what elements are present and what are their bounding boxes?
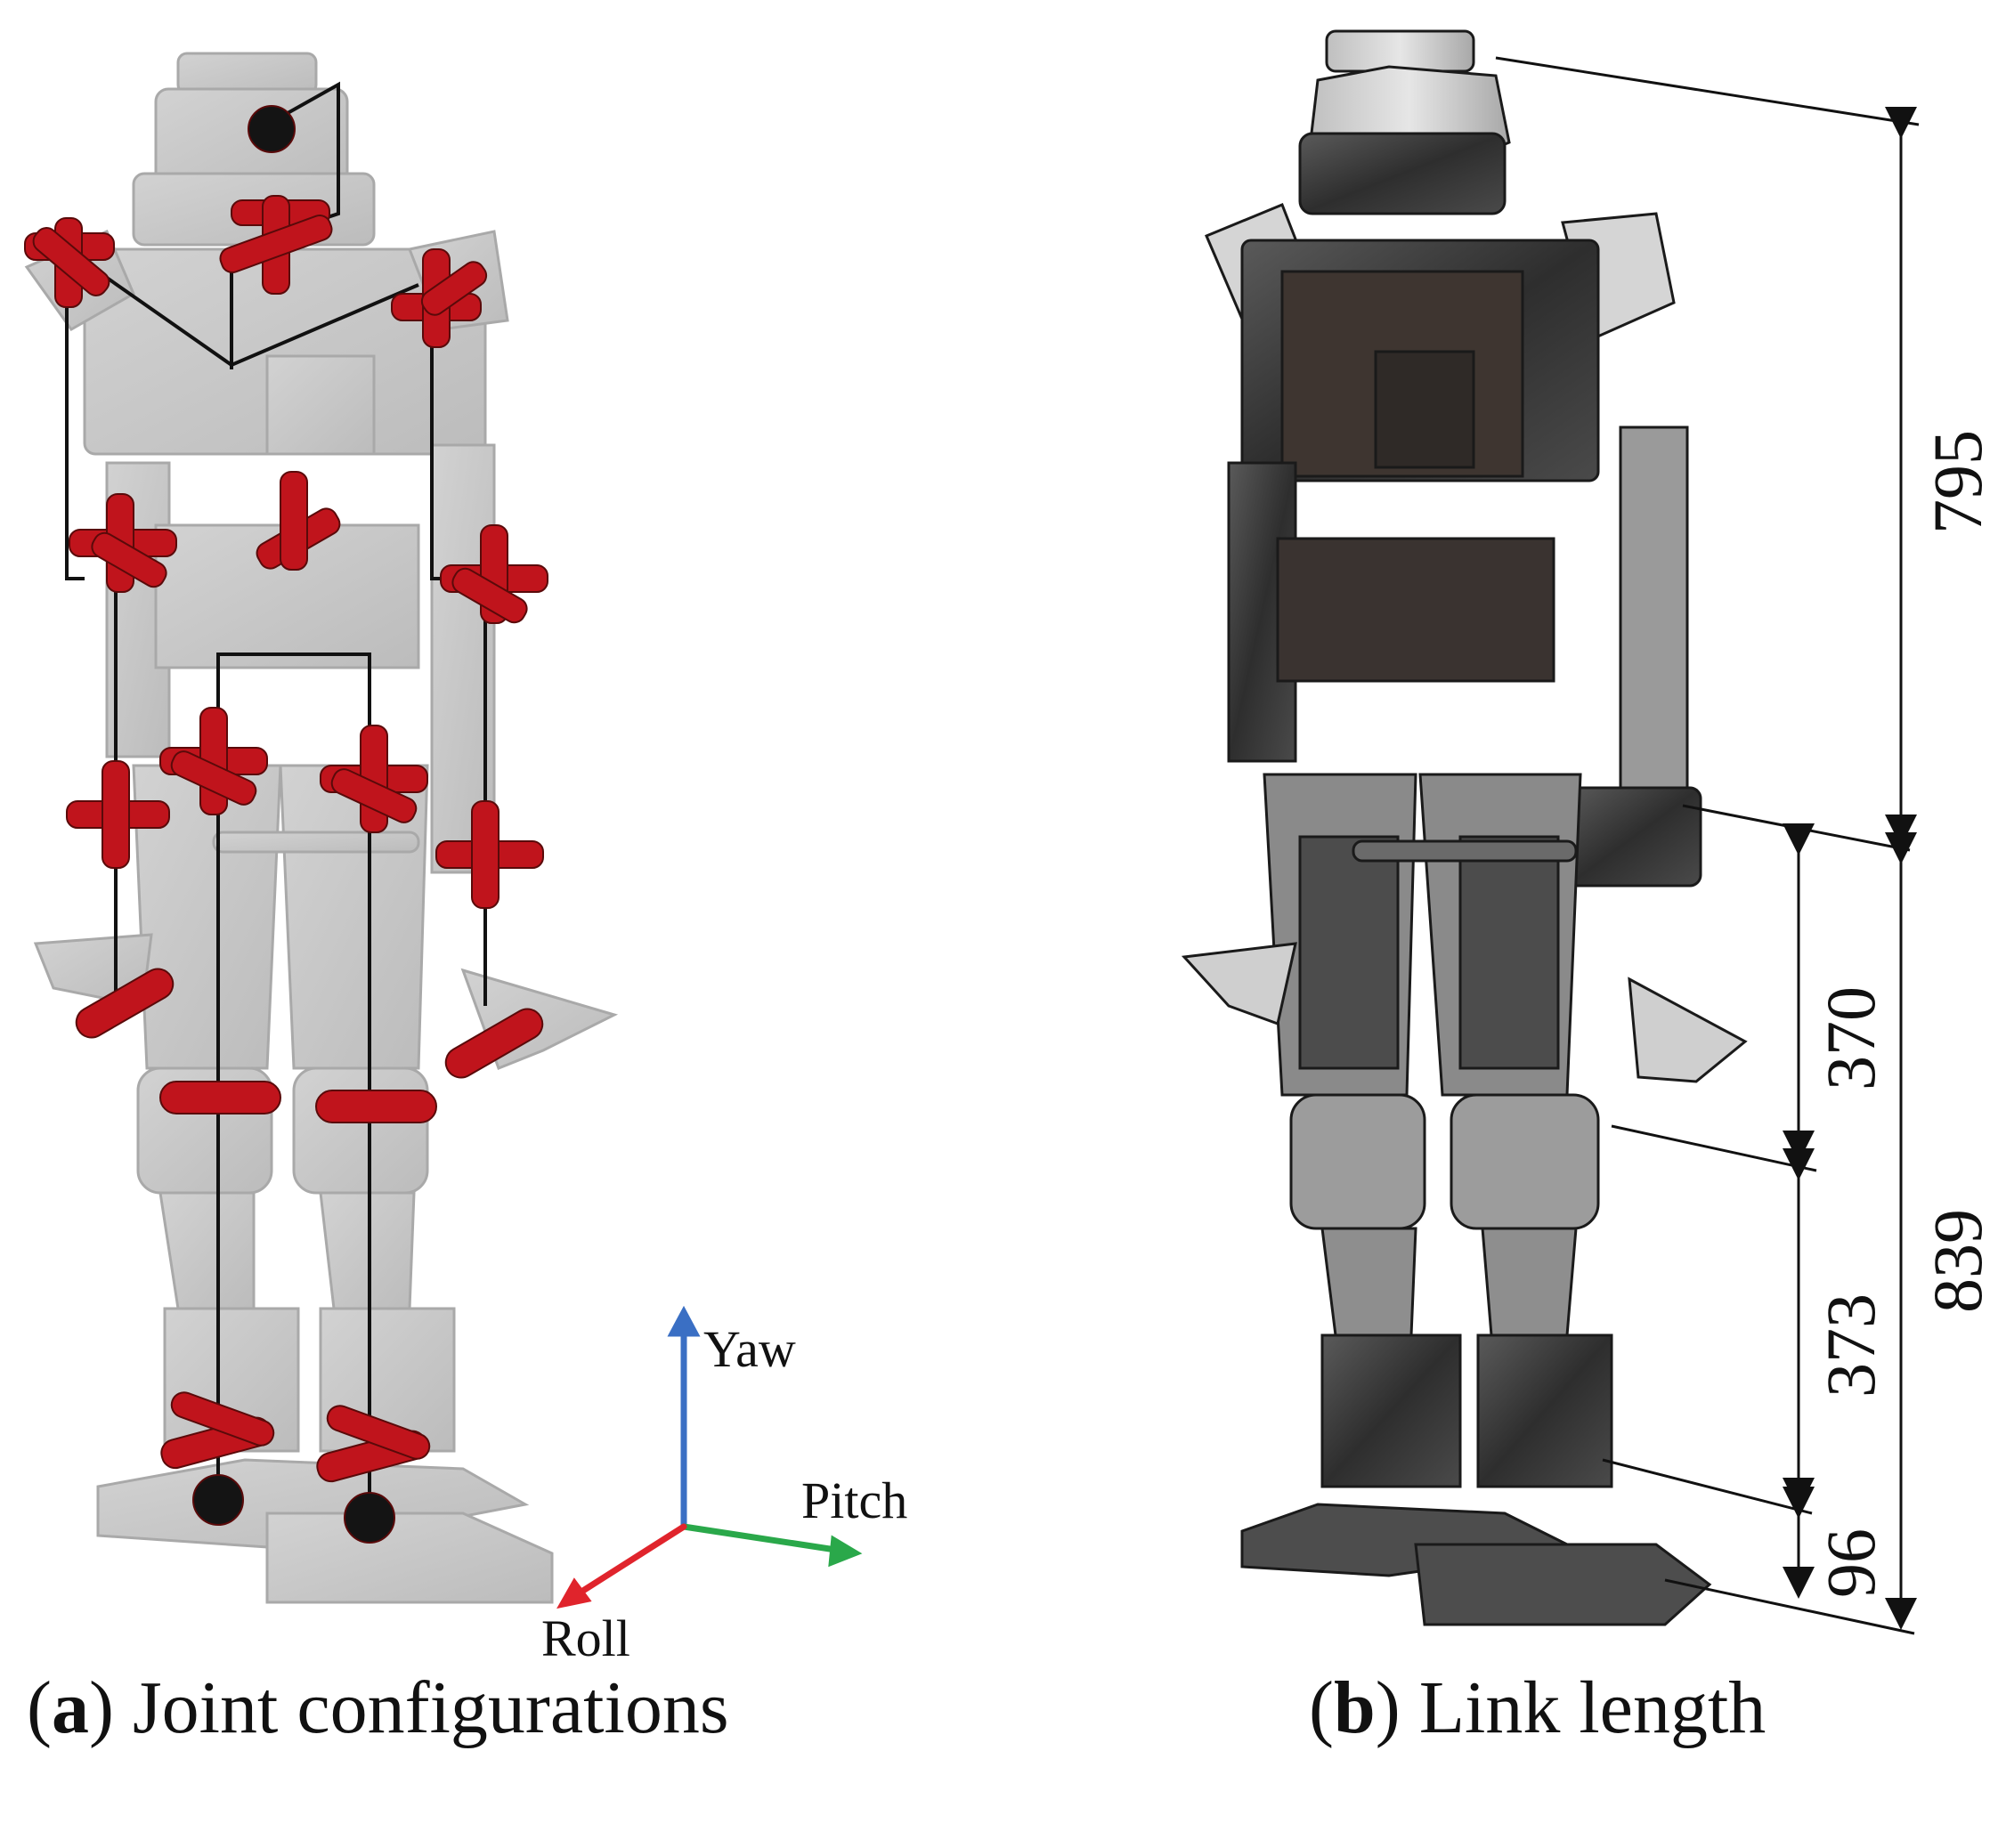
caption-b-letter: b (1333, 1666, 1376, 1749)
head-endpoint (248, 105, 296, 153)
left-foot-endpoint (192, 1474, 244, 1526)
caption-panel-a: (a) Joint configurations (27, 1666, 729, 1749)
right-foot-endpoint (344, 1492, 395, 1544)
roll-axis (575, 1523, 687, 1597)
pitch-axis (680, 1523, 845, 1554)
dim-795: 795 (1919, 430, 1996, 534)
dim-96: 96 (1812, 1528, 1889, 1598)
caption-b-text: Link length (1418, 1666, 1767, 1749)
joints (24, 105, 548, 1544)
caption-panel-b: (b) Link length (1309, 1666, 1767, 1749)
axis-triad (556, 1305, 863, 1609)
pitch-label: Pitch (801, 1471, 907, 1529)
dim-373: 373 (1812, 1293, 1889, 1398)
joint-cross (24, 195, 548, 1483)
dimension-lines (1495, 56, 1920, 1635)
dimension-labels: 795 370 373 96 839 (1812, 430, 1996, 1598)
yaw-label: Yaw (703, 1320, 796, 1378)
caption-a-letter: a (51, 1666, 89, 1749)
dim-839: 839 (1919, 1209, 1996, 1313)
panel-b-robot (1181, 29, 1748, 1626)
caption-a-text: Joint configurations (132, 1666, 729, 1749)
roll-label: Roll (541, 1609, 630, 1667)
dim-370: 370 (1812, 986, 1889, 1090)
